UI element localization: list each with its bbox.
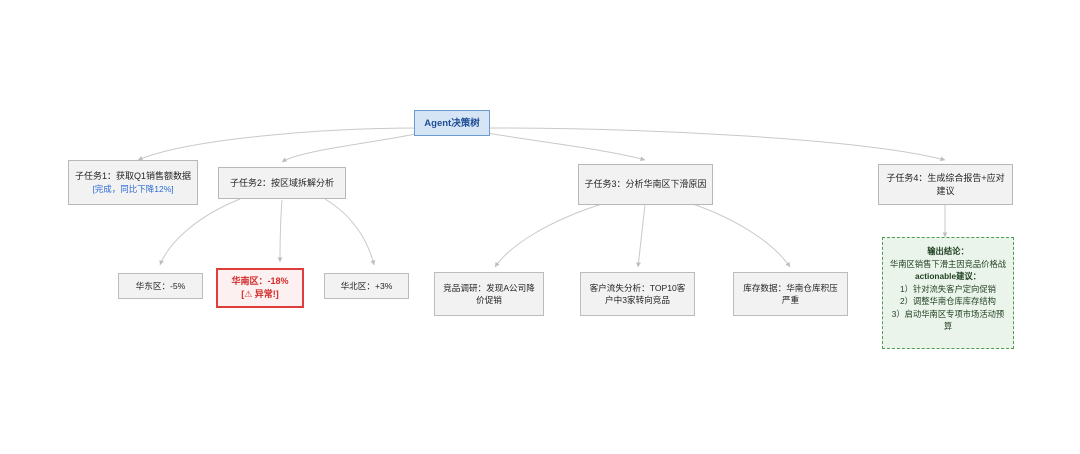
node-cause-competitor[interactable]: 竞品调研：发现A公司降价促销 [434, 272, 544, 316]
report-conclusion-body: 华南区销售下滑主因竞品价格战 [889, 258, 1007, 269]
node-task1[interactable]: 子任务1：获取Q1销售额数据 [完成，同比下降12%] [68, 160, 198, 205]
node-task3[interactable]: 子任务3：分析华南区下滑原因 [578, 164, 713, 205]
node-task1-status: [完成，同比下降12%] [92, 183, 174, 194]
node-task1-label: 子任务1：获取Q1销售额数据 [74, 170, 191, 181]
node-root-label: Agent决策树 [424, 117, 480, 129]
node-region-south-anomaly[interactable]: 华南区：-18% [⚠ 异常!] [216, 268, 304, 308]
node-cause-competitor-label: 竞品调研：发现A公司降价促销 [443, 283, 535, 305]
report-advice-item-3: 3）启动华南区专项市场活动预算 [891, 308, 1005, 332]
node-task4-label: 子任务4：生成综合报告+应对建议 [886, 172, 1005, 196]
node-cause-churn-label: 客户流失分析：TOP10客户中3家转向竞品 [589, 283, 686, 305]
node-region-north-label: 华北区：+3% [340, 281, 393, 291]
node-task2-label: 子任务2：按区域拆解分析 [229, 177, 334, 188]
report-conclusion-header: 输出结论： [927, 246, 969, 256]
node-region-east[interactable]: 华东区：-5% [118, 273, 203, 299]
report-advice-item-2: 2）调整华南仓库库存结构 [900, 296, 996, 306]
node-region-south-label: 华南区：-18% [231, 276, 289, 286]
node-cause-churn[interactable]: 客户流失分析：TOP10客户中3家转向竞品 [580, 272, 695, 316]
node-task4[interactable]: 子任务4：生成综合报告+应对建议 [878, 164, 1013, 205]
node-root-agent-decision-tree[interactable]: Agent决策树 [414, 110, 490, 136]
node-cause-inventory[interactable]: 库存数据：华南仓库积压严重 [733, 272, 848, 316]
node-task2[interactable]: 子任务2：按区域拆解分析 [218, 167, 346, 199]
node-region-north[interactable]: 华北区：+3% [324, 273, 409, 299]
warning-icon-alert-label: [⚠ 异常!] [241, 289, 279, 299]
node-task3-label: 子任务3：分析华南区下滑原因 [584, 179, 707, 189]
node-cause-inventory-label: 库存数据：华南仓库积压严重 [743, 283, 838, 305]
report-advice-header: actionable建议： [915, 271, 981, 281]
report-advice-item-1: 1）针对流失客户定向促销 [900, 283, 996, 294]
node-output-report[interactable]: 输出结论： 华南区销售下滑主因竞品价格战 actionable建议： 1）针对流… [882, 237, 1014, 349]
node-region-east-label: 华东区：-5% [135, 281, 186, 291]
